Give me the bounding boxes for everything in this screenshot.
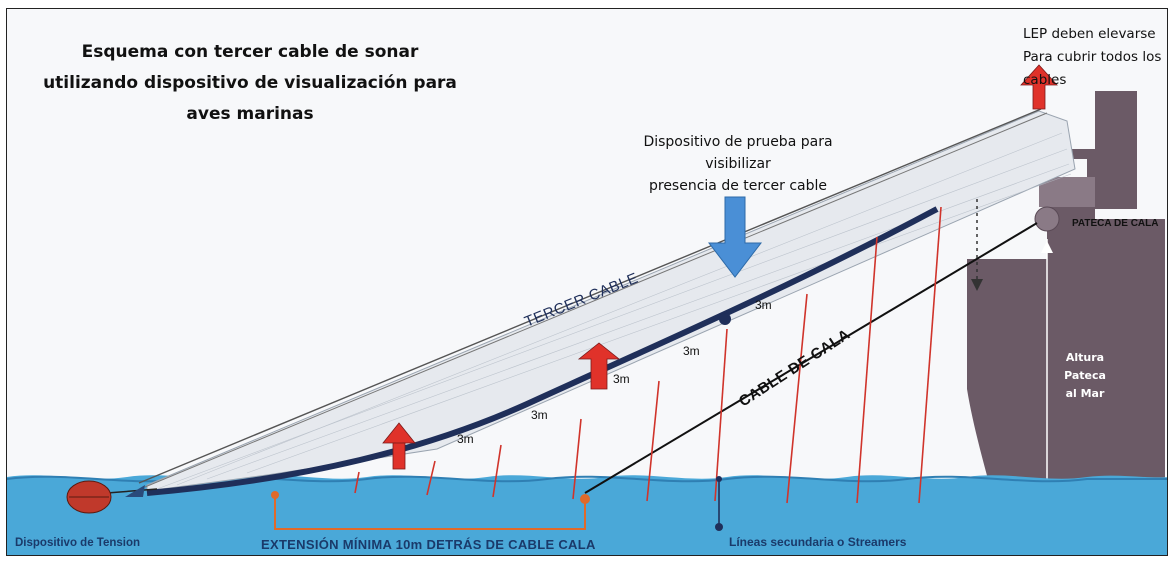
min-extension-bracket [274,495,586,530]
spacing-label: 3m [457,432,474,446]
test-device-line: Dispositivo de prueba para [643,134,833,150]
blue-down-arrow [707,196,763,278]
test-device-line: presencia de tercer cable [648,178,828,194]
lep-note-line: LEP deben elevarse [1023,26,1156,42]
tension-device-label: Dispositivo de Tension [15,537,141,549]
red-arrows [382,64,1058,470]
pateca-block [1034,206,1060,232]
ship-hull [967,91,1165,549]
pateca-label: PATECA DE CALA [1072,218,1159,229]
spacing-label: 3m [755,298,772,312]
spacing-label: 3m [531,408,548,422]
lep-note-line: Para cubrir todos los [1023,49,1162,65]
streamers [354,206,942,504]
streamers-label: Líneas secundaria o Streamers [729,535,907,549]
third-cable-line [138,108,1042,484]
cala-cable-line [584,222,1038,494]
test-device-note: Dispositivo de prueba para visibilizar p… [603,131,873,197]
test-device-line: visibilizar [705,156,771,172]
diagram-frame: TERCER CABLE CABLE DE CALA 3m 3m 3m 3m 3… [6,8,1168,556]
spacing-label: 3m [683,344,700,358]
diagram-scene: TERCER CABLE CABLE DE CALA 3m 3m 3m 3m 3… [7,64,1167,555]
spacing-label: 3m [613,372,630,386]
altura-label: Altura Pateca al Mar [1064,351,1106,400]
cala-cable-curve [146,206,939,496]
cala-cable-label: CABLE DE CALA [736,326,853,411]
lep-note-line: cables [1023,72,1067,88]
sea [7,475,1167,555]
lep-note: LEP deben elevarse Para cubrir todos los… [1023,23,1167,92]
diagram-title: Esquema con tercer cable de sonar utiliz… [43,42,457,124]
min-extension-label: EXTENSIÓN MÍNIMA 10m DETRÁS DE CABLE CAL… [261,537,596,552]
